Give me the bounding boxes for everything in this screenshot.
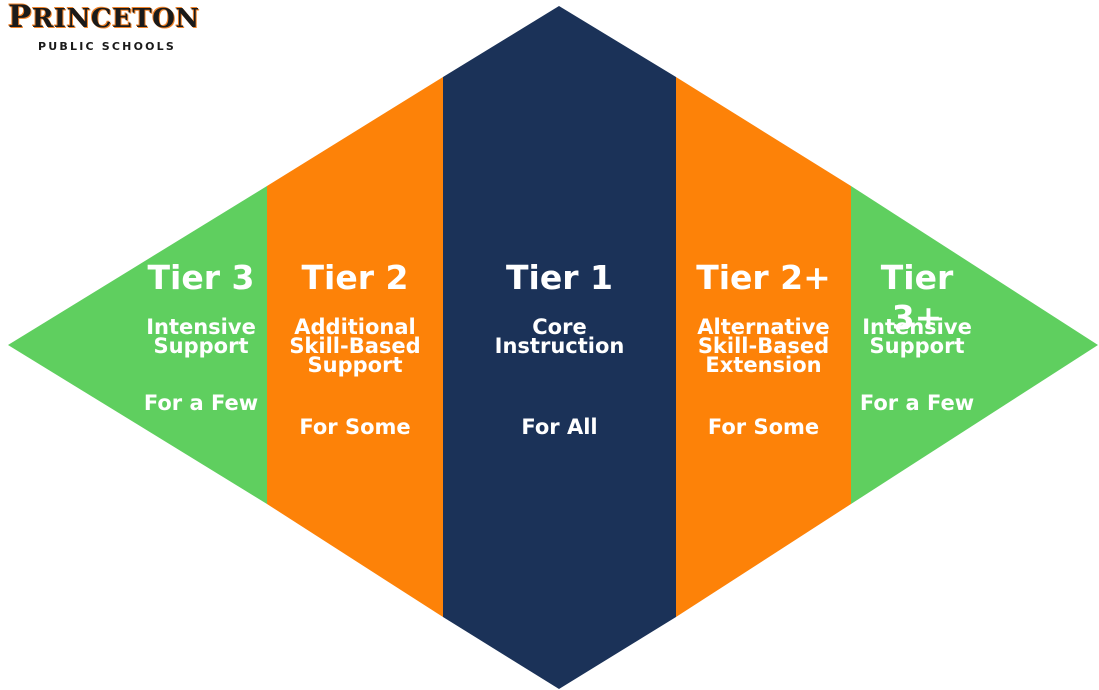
tier1-segment bbox=[443, 6, 676, 689]
tier2-plus-title: Tier 2+ bbox=[696, 258, 831, 297]
tier3-segment bbox=[8, 186, 267, 504]
tier2-plus-desc-line: Skill-Based bbox=[697, 334, 830, 358]
tier3-plus-desc-line: Support bbox=[869, 334, 965, 358]
tier3-plus-segment bbox=[851, 186, 1098, 504]
logo-subtitle: PUBLIC SCHOOLS bbox=[38, 40, 177, 53]
tier2-audience: For Some bbox=[299, 415, 411, 439]
tier1-desc-line: Instruction bbox=[494, 334, 625, 358]
tier2-description: Additional Skill-Based Support bbox=[267, 315, 443, 377]
tier2-plus-description: Alternative Skill-Based Extension bbox=[676, 315, 851, 377]
tier2-plus-audience: For Some bbox=[707, 415, 820, 439]
tier3-description: Intensive Support bbox=[135, 315, 267, 358]
tier3-plus-description: Intensive Support bbox=[851, 315, 983, 358]
tier1-audience: For All bbox=[521, 415, 598, 439]
tier3-plus-title: Tier 3+ bbox=[880, 258, 954, 337]
tier1-desc-line: Core bbox=[532, 315, 587, 339]
tier2-plus-desc-line: Extension bbox=[705, 353, 822, 377]
tier1-description: Core Instruction bbox=[443, 315, 676, 358]
logo-title-rest: RINCETON bbox=[31, 4, 200, 34]
tier2-desc-line: Additional bbox=[294, 315, 416, 339]
tier3-plus-audience: For a Few bbox=[859, 391, 975, 415]
tier3-title: Tier 3 bbox=[147, 258, 255, 297]
tier1-title: Tier 1 bbox=[506, 258, 613, 297]
tier3-desc-line: Support bbox=[153, 334, 249, 358]
tier2-desc-line: Support bbox=[307, 353, 403, 377]
tier2-plus-segment bbox=[676, 77, 851, 617]
logo-title: PRINCETON bbox=[8, 0, 200, 38]
tier2-title: Tier 2 bbox=[301, 258, 409, 297]
tier2-desc-line: Skill-Based bbox=[289, 334, 421, 358]
logo-title-initial: P bbox=[8, 0, 32, 35]
princeton-logo: PRINCETON PUBLIC SCHOOLS bbox=[8, 0, 258, 60]
tier3-plus-desc-line: Intensive bbox=[862, 315, 972, 339]
tier3-audience: For a Few bbox=[143, 391, 259, 415]
tier2-segment bbox=[267, 77, 443, 617]
tier3-desc-line: Intensive bbox=[146, 315, 256, 339]
tier2-plus-desc-line: Alternative bbox=[697, 315, 830, 339]
